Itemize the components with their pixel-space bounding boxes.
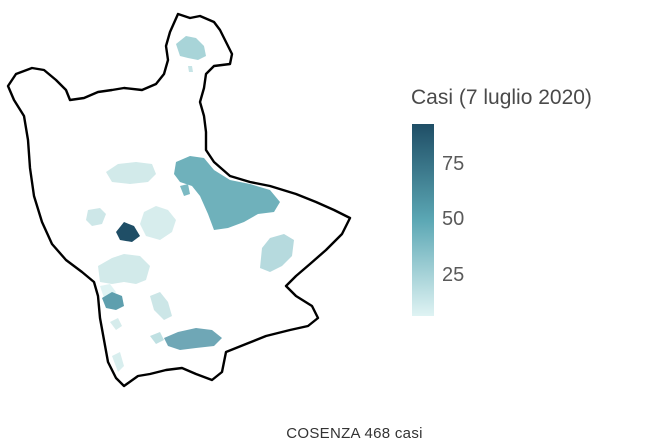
municipality-south-small xyxy=(150,332,164,344)
municipality-north xyxy=(176,36,206,60)
municipality-center-1 xyxy=(140,206,176,240)
municipality-east-arm xyxy=(180,184,190,196)
municipality-east-large xyxy=(174,156,280,230)
municipality-shapes xyxy=(86,36,294,372)
legend-title: Casi (7 luglio 2020) xyxy=(411,86,592,109)
municipality-coast-3 xyxy=(110,318,122,330)
municipality-coast-1 xyxy=(98,254,150,284)
municipality-coast-mid xyxy=(102,292,124,310)
municipality-sw xyxy=(112,352,124,372)
municipality-west-1 xyxy=(106,162,156,184)
legend-tick-75: 75 xyxy=(442,153,465,175)
legend-tick-50: 50 xyxy=(442,208,465,230)
legend-color-bar xyxy=(412,124,434,316)
municipality-center-2 xyxy=(150,292,172,320)
municipality-east-2 xyxy=(260,234,294,272)
legend-tick-25: 25 xyxy=(442,264,465,286)
province-area xyxy=(8,14,350,386)
municipality-south xyxy=(164,328,222,350)
municipality-north-small xyxy=(188,66,193,72)
map-caption: COSENZA 468 casi xyxy=(286,425,423,442)
municipality-west-2 xyxy=(86,208,106,226)
province-border xyxy=(6,12,352,388)
municipality-dark xyxy=(116,222,140,242)
